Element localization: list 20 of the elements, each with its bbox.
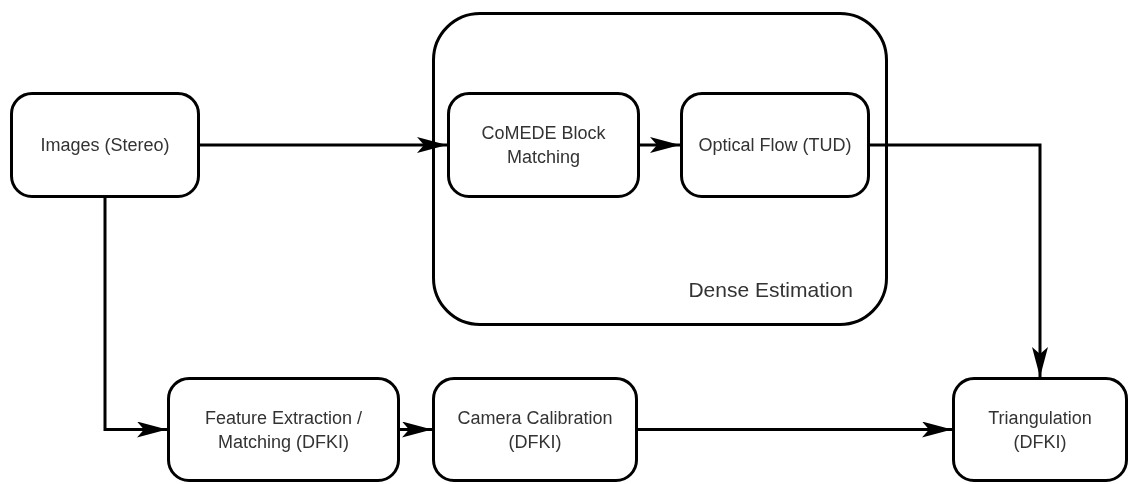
box-label: CoMEDE Block Matching: [480, 122, 607, 169]
process-box: [10, 92, 200, 198]
process-box: [680, 92, 870, 198]
arrow: [640, 137, 680, 153]
group-container: [432, 12, 888, 326]
arrow: [638, 421, 952, 438]
process-box: [167, 377, 400, 482]
box-label: Triangulation (DFKI): [987, 406, 1093, 454]
box-label: Images (Stereo): [39, 134, 171, 157]
process-box: [432, 377, 638, 482]
process-box: [952, 377, 1128, 482]
arrow: [400, 421, 432, 438]
group-label: Dense Estimation: [688, 276, 853, 303]
process-box: [447, 92, 640, 198]
arrow: [103, 198, 167, 438]
box-label: Optical Flow (TUD): [697, 134, 853, 157]
arrow: [870, 143, 1048, 377]
box-label: Camera Calibration (DFKI): [456, 406, 614, 454]
box-label: Feature Extraction / Matching (DFKI): [203, 406, 364, 454]
arrow: [200, 137, 447, 153]
